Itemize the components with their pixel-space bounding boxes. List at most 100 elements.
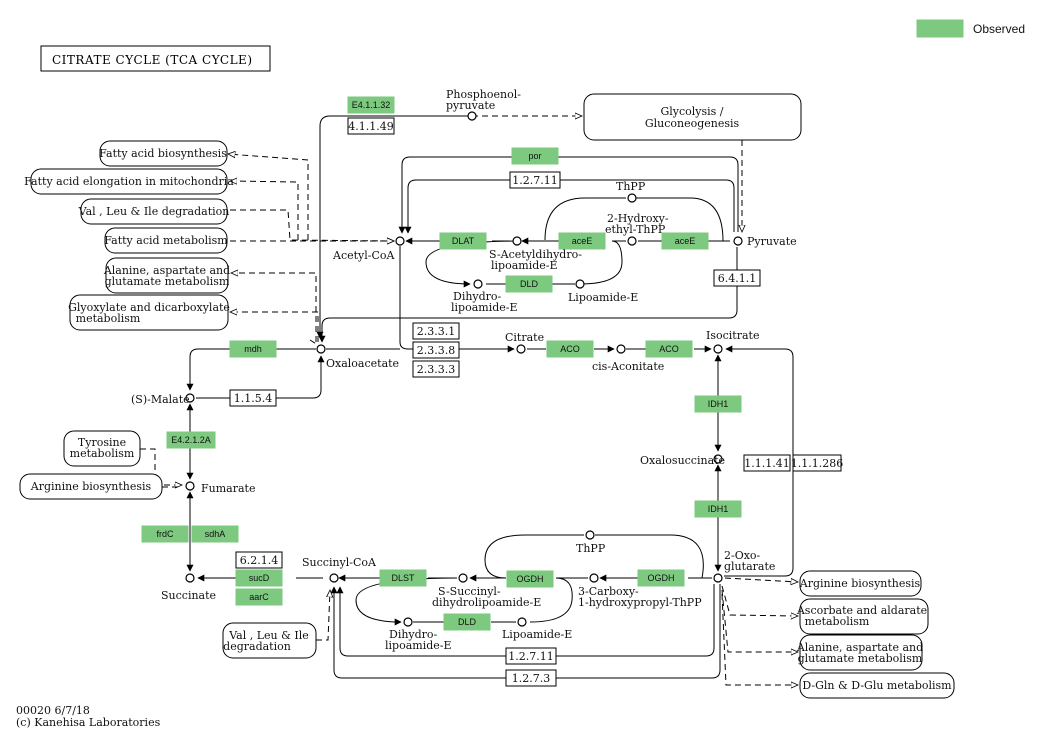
compound-succinate — [185, 573, 195, 583]
svg-text:mdh: mdh — [244, 344, 262, 354]
compound-s-acetyldihydrolipoamide — [512, 236, 522, 246]
enzyme-1-1-5-4[interactable]: 1.1.5.4 — [229, 389, 277, 407]
svg-text:Fatty acid biosynthesis: Fatty acid biosynthesis — [99, 147, 227, 160]
compound-pyruvate — [733, 236, 743, 246]
svg-text:glutarate: glutarate — [724, 560, 775, 573]
svg-text:6.2.1.4: 6.2.1.4 — [240, 554, 278, 567]
svg-text:1.2.7.11: 1.2.7.11 — [508, 650, 553, 663]
svg-text:ThPP: ThPP — [576, 542, 606, 555]
gene-idh1-1[interactable]: IDH1 — [694, 395, 742, 413]
svg-text:IDH1: IDH1 — [708, 504, 729, 514]
gene-frdc[interactable]: frdC — [141, 525, 189, 543]
svg-text:4.1.1.49: 4.1.1.49 — [348, 120, 393, 133]
compound-dihydrolipoamide-top — [473, 279, 483, 289]
pathway-arginine-biosynthesis-left[interactable]: Arginine biosynthesis — [19, 473, 163, 500]
svg-text:Succinate: Succinate — [161, 589, 216, 602]
svg-text:frdC: frdC — [156, 529, 174, 539]
svg-text:cis-Aconitate: cis-Aconitate — [592, 360, 664, 373]
enzyme-2-3-3-3[interactable]: 2.3.3.3 — [412, 360, 460, 378]
gene-acee-2[interactable]: aceE — [661, 232, 709, 250]
enzyme-1-2-7-11-bottom[interactable]: 1.2.7.11 — [505, 647, 557, 665]
svg-text:lipoamide-E: lipoamide-E — [491, 259, 558, 272]
svg-text:DLD: DLD — [520, 279, 539, 289]
svg-text:S-Acetyldihydro-: S-Acetyldihydro- — [489, 248, 582, 261]
pathway-fatty-acid-elongation[interactable]: Fatty acid elongation in mitochondria — [24, 168, 234, 195]
pathway-arginine-biosynthesis-right[interactable]: Arginine biosynthesis — [799, 570, 922, 597]
svg-text:Glycolysis /: Glycolysis / — [660, 105, 723, 118]
gene-dlst[interactable]: DLST — [379, 569, 427, 587]
gene-dld-1[interactable]: DLD — [505, 275, 553, 293]
enzyme-2-3-3-1[interactable]: 2.3.3.1 — [412, 322, 460, 340]
svg-text:Fatty acid elongation in mitoc: Fatty acid elongation in mitochondria — [24, 175, 234, 188]
gene-sucd[interactable]: sucD — [235, 569, 283, 587]
compound-citrate — [516, 344, 526, 354]
svg-text:3-Carboxy-: 3-Carboxy- — [578, 585, 639, 598]
compound-thpp-top — [627, 193, 637, 203]
footer-copyright: (c) Kanehisa Laboratories — [16, 716, 161, 729]
enzyme-1-1-1-41[interactable]: 1.1.1.41 — [743, 454, 791, 472]
gene-aarc[interactable]: aarC — [235, 588, 283, 606]
gene-por[interactable]: por — [511, 147, 559, 165]
enzyme-1-2-7-3[interactable]: 1.2.7.3 — [505, 669, 557, 687]
svg-text:aarC: aarC — [249, 592, 269, 602]
gene-dld-2[interactable]: DLD — [443, 613, 491, 631]
gene-aco-2[interactable]: ACO — [645, 340, 693, 358]
enzyme-6-4-1-1[interactable]: 6.4.1.1 — [713, 269, 761, 287]
svg-text:Isocitrate: Isocitrate — [706, 329, 759, 342]
enzyme-4-1-1-49[interactable]: 4.1.1.49 — [347, 117, 395, 135]
svg-text:2.3.3.1: 2.3.3.1 — [417, 325, 455, 338]
gene-ogdh-1[interactable]: OGDH — [506, 570, 554, 588]
compound-phosphoenolpyruvate — [467, 111, 477, 121]
pathway-glycolysis[interactable]: Glycolysis /Gluconeogenesis — [583, 93, 802, 141]
svg-text:metabolism: metabolism — [76, 312, 141, 325]
gene-e4212a[interactable]: E4.2.1.2A — [166, 431, 216, 449]
enzyme-1-1-1-286[interactable]: 1.1.1.286 — [791, 454, 843, 472]
svg-text:E4.2.1.2A: E4.2.1.2A — [171, 435, 211, 445]
svg-text:S-Succinyl-: S-Succinyl- — [438, 585, 501, 598]
compound-malate — [185, 393, 195, 403]
compound-s-succinyldihydrolipoamide — [458, 573, 468, 583]
svg-text:Val , Leu & Ile: Val , Leu & Ile — [228, 629, 309, 642]
svg-text:ThPP: ThPP — [616, 180, 646, 193]
pathway-val-leu-ile-degradation-top[interactable]: Val , Leu & Ile degradation — [78, 198, 230, 225]
gene-aco-1[interactable]: ACO — [546, 340, 594, 358]
map-title-box — [40, 45, 271, 72]
compound-hydroxyethyl-thpp — [627, 236, 637, 246]
enzyme-2-3-3-8[interactable]: 2.3.3.8 — [412, 341, 460, 359]
compound-labels: Phosphoenol- pyruvate ThPP 2-Hydroxy- et… — [131, 88, 797, 652]
gene-e41132[interactable]: E4.1.1.32 — [347, 96, 395, 114]
pathway-fatty-acid-biosynthesis[interactable]: Fatty acid biosynthesis — [99, 140, 228, 167]
svg-text:Lipoamide-E: Lipoamide-E — [568, 291, 638, 304]
svg-text:lipoamide-E: lipoamide-E — [385, 639, 452, 652]
svg-text:Dihydro-: Dihydro- — [453, 290, 502, 303]
gene-dlat[interactable]: DLAT — [439, 232, 487, 250]
svg-text:Acetyl-CoA: Acetyl-CoA — [332, 249, 396, 262]
pathway-boxes: Glycolysis /Gluconeogenesis Fatty acid b… — [19, 93, 955, 699]
gene-sdha[interactable]: sdhA — [191, 525, 239, 543]
pathway-d-gln-d-glu[interactable]: D-Gln & D-Glu metabolism — [799, 672, 955, 699]
gene-ogdh-2[interactable]: OGDH — [637, 569, 685, 587]
enzyme-1-2-7-11-top[interactable]: 1.2.7.11 — [509, 171, 561, 189]
enzyme-6-2-1-4[interactable]: 6.2.1.4 — [235, 551, 283, 569]
svg-text:metabolism: metabolism — [70, 447, 135, 460]
svg-text:DLAT: DLAT — [452, 236, 475, 246]
svg-text:Citrate: Citrate — [505, 331, 544, 344]
gene-idh1-2[interactable]: IDH1 — [694, 500, 742, 518]
svg-text:Alanine, aspartate and: Alanine, aspartate and — [103, 264, 230, 277]
enzyme-boxes: 4.1.1.49 1.2.7.11 6.4.1.1 2.3.3.1 2.3.3.… — [229, 117, 843, 687]
compound-lipoamide-top — [575, 279, 585, 289]
pathway-fatty-acid-metabolism[interactable]: Fatty acid metabolism — [104, 227, 228, 254]
svg-text:glutamate metabolism: glutamate metabolism — [105, 275, 230, 288]
gene-mdh[interactable]: mdh — [229, 340, 277, 358]
svg-text:pyruvate: pyruvate — [446, 99, 495, 112]
compound-2-oxoglutarate — [713, 573, 723, 583]
gene-acee-1[interactable]: aceE — [558, 232, 606, 250]
gene-boxes: E4.1.1.32 por DLAT aceE aceE DLD mdh ACO… — [141, 96, 742, 631]
svg-text:2.3.3.3: 2.3.3.3 — [417, 363, 455, 376]
